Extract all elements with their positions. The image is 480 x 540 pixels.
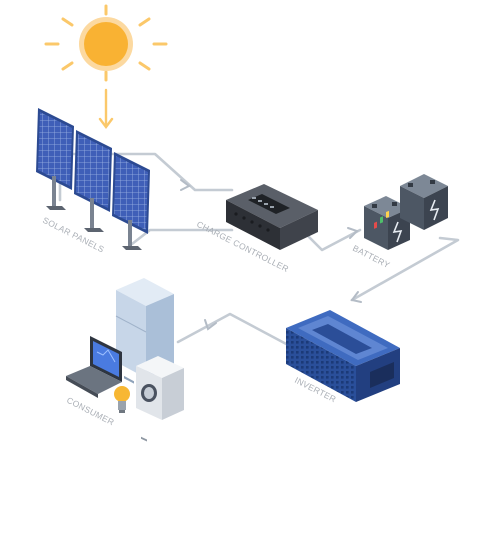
connector-battery-to-inverter xyxy=(350,236,460,302)
refrigerator-icon xyxy=(115,278,174,384)
solar-panel-3 xyxy=(112,152,150,250)
washing-machine-icon xyxy=(136,356,184,442)
laptop-icon xyxy=(66,336,122,398)
inverter-icon xyxy=(286,210,400,402)
solar-panel-2 xyxy=(74,130,112,232)
connector-panels-return xyxy=(130,228,234,246)
solar-panel-1 xyxy=(36,108,74,210)
appliances-icon xyxy=(66,278,184,442)
connector-inverter-to-consumer xyxy=(176,312,292,348)
light-bulb-icon xyxy=(114,386,130,413)
battery-icon xyxy=(364,174,448,250)
solar-panel-icon xyxy=(36,108,150,250)
arrow-to-battery xyxy=(347,227,359,239)
battery-cell-2 xyxy=(400,174,448,230)
arrow-to-controller xyxy=(180,179,191,191)
arrow-to-consumer xyxy=(204,319,217,331)
sunlight-arrow xyxy=(98,88,114,129)
label-consumer: CONSUMER xyxy=(65,395,116,428)
label-solar-panels: SOLAR PANELS xyxy=(41,215,106,255)
flow-arrows xyxy=(180,179,362,331)
arrow-to-inverter xyxy=(350,291,362,303)
inverter-indicator-panel xyxy=(370,210,394,388)
sun-icon xyxy=(44,4,168,82)
charge-controller-icon xyxy=(226,184,318,250)
